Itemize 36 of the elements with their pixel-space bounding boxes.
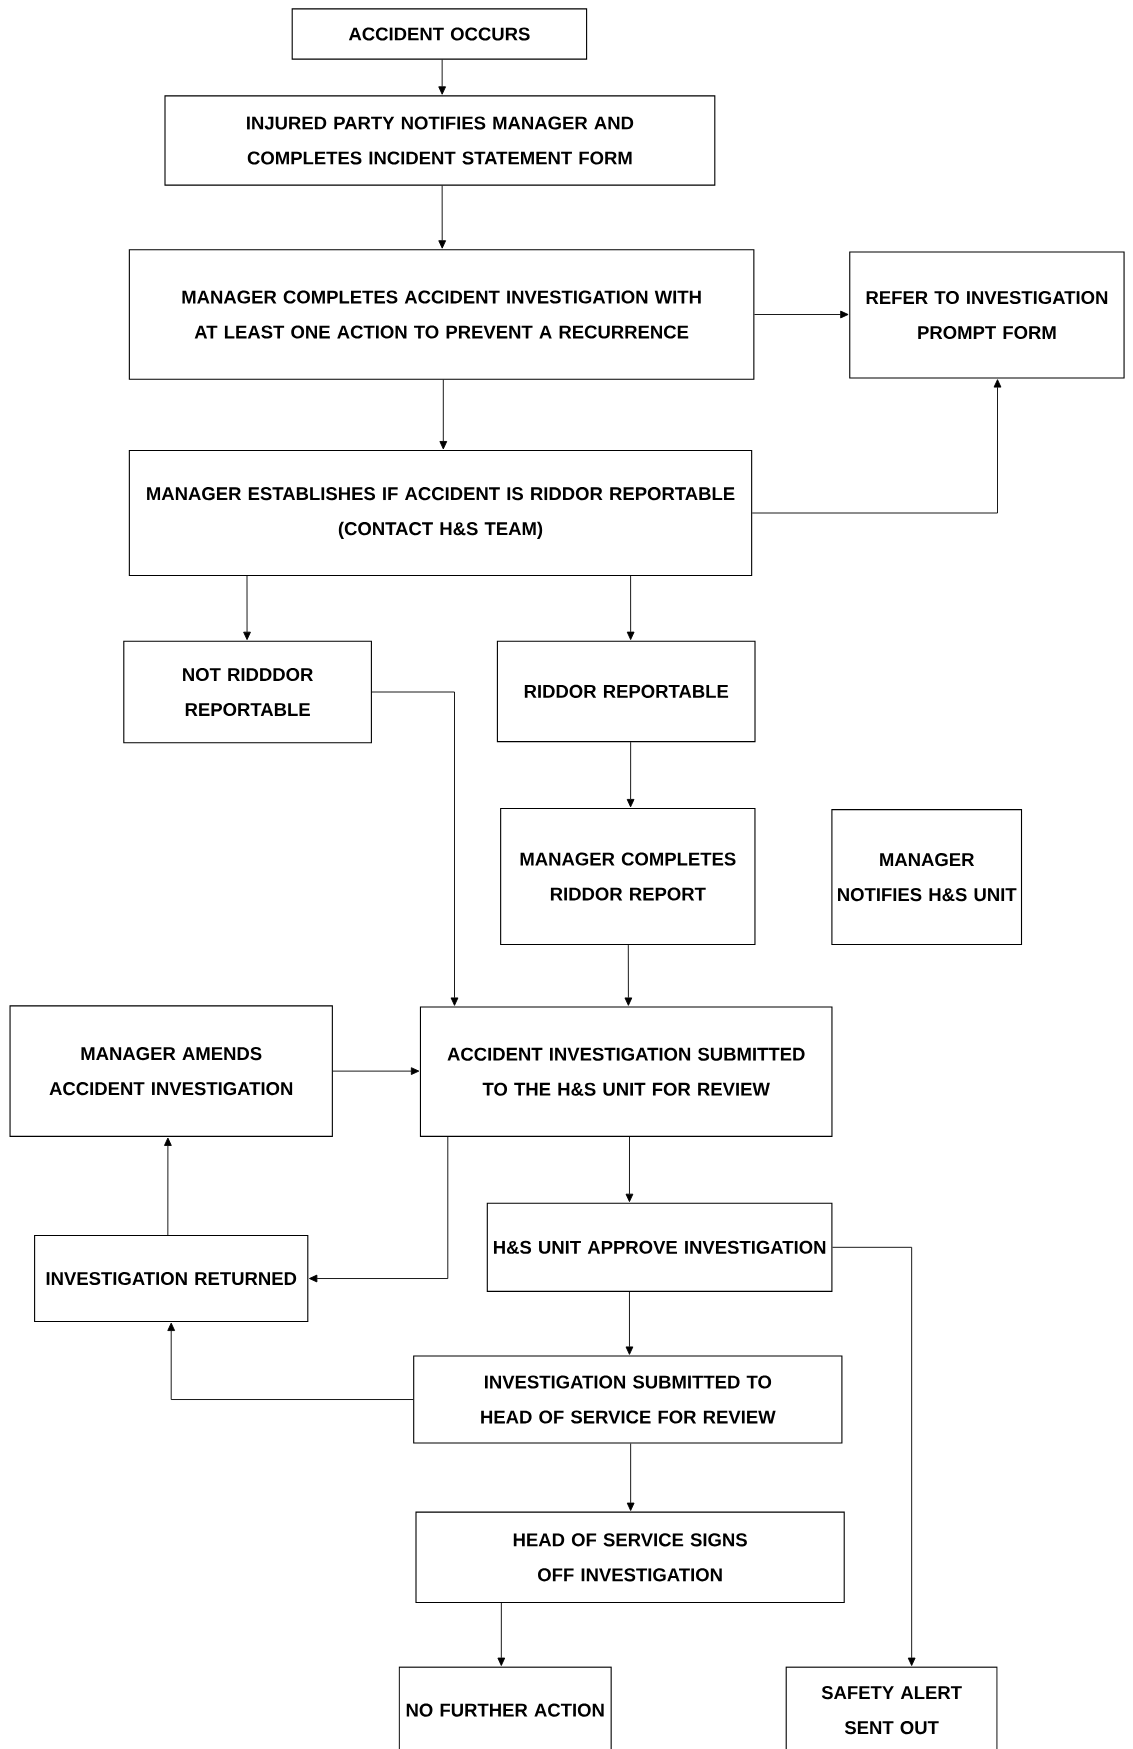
process-box: MANAGER AMENDS ACCIDENT INVESTIGATION (9, 1005, 333, 1137)
process-box: NOT RIDDDOR REPORTABLE (123, 640, 372, 744)
process-box: ACCIDENT INVESTIGATION SUBMITTED TO THE H&S UNIT FOR REVIEW (419, 1006, 833, 1137)
process-box: INVESTIGATION RETURNED (34, 1235, 309, 1322)
arrow (438, 59, 446, 95)
arrow (371, 691, 459, 1006)
arrow (624, 944, 633, 1006)
process-box: NO FURTHER ACTION (398, 1666, 612, 1749)
arrow (243, 575, 251, 641)
process-box: MANAGER COMPLETES ACCIDENT INVESTIGATION WITH AT LEAST ONE ACTION TO PREVENT A RECURRENCE (128, 249, 755, 380)
process-box: INJURED PARTY NOTIFIES MANAGER AND COMPLETES INCIDENT STATEMENT FORM (164, 95, 716, 186)
process-box: ACCIDENT OCCURS (291, 8, 588, 60)
arrow (626, 741, 635, 808)
process-box: MANAGER ESTABLISHES IF ACCIDENT IS RIDDOR REPORTABLE (CONTACT H&S TEAM) (128, 450, 753, 576)
process-box: H&S UNIT APPROVE INVESTIGATION (486, 1202, 833, 1292)
arrow (332, 1067, 420, 1075)
process-box: SAFETY ALERT SENT OUT (785, 1666, 998, 1749)
arrow (309, 1136, 449, 1283)
arrow (626, 575, 635, 640)
process-box: MANAGER COMPLETES RIDDOR REPORT (500, 807, 756, 946)
arrow (167, 1322, 414, 1400)
arrow (625, 1136, 634, 1203)
arrow (626, 1443, 635, 1511)
arrow (751, 379, 1002, 514)
arrow (497, 1602, 506, 1666)
process-box: INVESTIGATION SUBMITTED TO HEAD OF SERVICE FOR REVIEW (413, 1355, 843, 1444)
process-box: MANAGER NOTIFIES H&S UNIT (831, 809, 1023, 946)
arrow (625, 1291, 634, 1355)
arrow (164, 1137, 172, 1236)
arrow (832, 1246, 916, 1666)
arrow (438, 185, 447, 249)
process-box: HEAD OF SERVICE SIGNS OFF INVESTIGATION (415, 1511, 845, 1603)
arrow (439, 379, 448, 450)
arrow (753, 310, 849, 319)
process-box: RIDDOR REPORTABLE (496, 640, 756, 743)
reference-box: REFER TO INVESTIGATION PROMPT FORM (849, 251, 1125, 379)
